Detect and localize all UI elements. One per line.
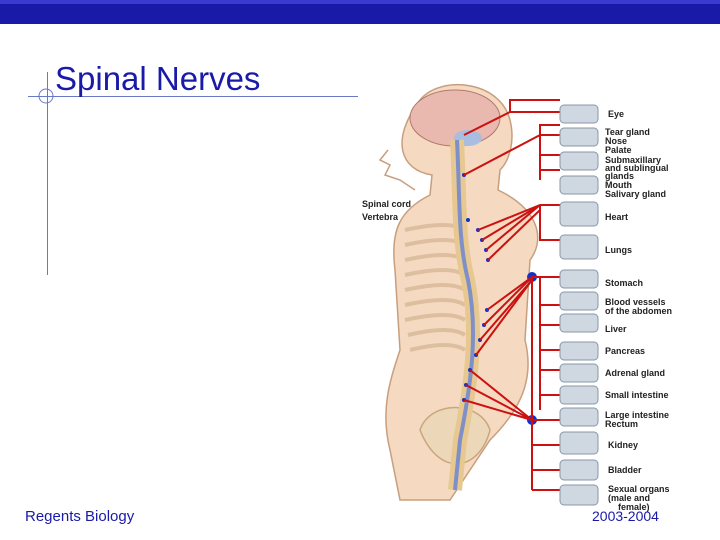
nerve-lines bbox=[463, 99, 560, 491]
spinal-nerves-diagram: Spinal cord Vertebra Eye Tear gland Nose… bbox=[360, 80, 690, 512]
label-stomach: Stomach bbox=[605, 278, 644, 288]
label-small-intestine: Small intestine bbox=[605, 390, 669, 400]
organ-icons bbox=[559, 104, 599, 506]
label-bladder: Bladder bbox=[608, 465, 642, 475]
label-rectum: Rectum bbox=[605, 419, 639, 429]
label-submaxillary: Submaxillary bbox=[605, 155, 662, 165]
footer-years: 2003-2004 bbox=[592, 508, 659, 524]
label-palate: Palate bbox=[605, 145, 632, 155]
crosshair-icon bbox=[38, 88, 54, 104]
label-salivary-gland: Salivary gland bbox=[605, 189, 667, 199]
label-eye: Eye bbox=[608, 109, 625, 119]
footer-course: Regents Biology bbox=[25, 508, 135, 525]
label-glands: glands bbox=[605, 171, 635, 181]
decorative-horizontal-rule bbox=[28, 96, 358, 97]
label-liver: Liver bbox=[605, 324, 627, 334]
label-lungs: Lungs bbox=[605, 245, 632, 255]
decorative-vertical-rule bbox=[47, 72, 48, 275]
label-sexual-organs: Sexual organs bbox=[608, 484, 670, 494]
label-spinal-cord: Spinal cord bbox=[362, 199, 412, 209]
slide-title: Spinal Nerves bbox=[55, 60, 261, 97]
label-kidney: Kidney bbox=[608, 440, 639, 450]
label-tear-gland: Tear gland bbox=[605, 127, 650, 137]
label-nose: Nose bbox=[605, 136, 628, 146]
top-banner bbox=[0, 0, 720, 24]
face-profile bbox=[378, 149, 416, 191]
body-illustration bbox=[378, 83, 599, 506]
label-female: female) bbox=[618, 502, 650, 512]
label-heart: Heart bbox=[605, 212, 629, 222]
banner-stripe bbox=[0, 0, 720, 4]
label-mouth: Mouth bbox=[605, 180, 632, 190]
label-pancreas: Pancreas bbox=[605, 346, 646, 356]
label-sublingual: and sublingual bbox=[605, 163, 669, 173]
label-blood-vessels: Blood vessels bbox=[605, 297, 666, 307]
label-vertebra: Vertebra bbox=[362, 212, 399, 222]
label-large-intestine: Large intestine bbox=[605, 410, 670, 420]
label-adrenal-gland: Adrenal gland bbox=[605, 368, 666, 378]
label-of-abdomen: of the abdomen bbox=[605, 306, 672, 316]
label-male-and: (male and bbox=[608, 493, 651, 503]
